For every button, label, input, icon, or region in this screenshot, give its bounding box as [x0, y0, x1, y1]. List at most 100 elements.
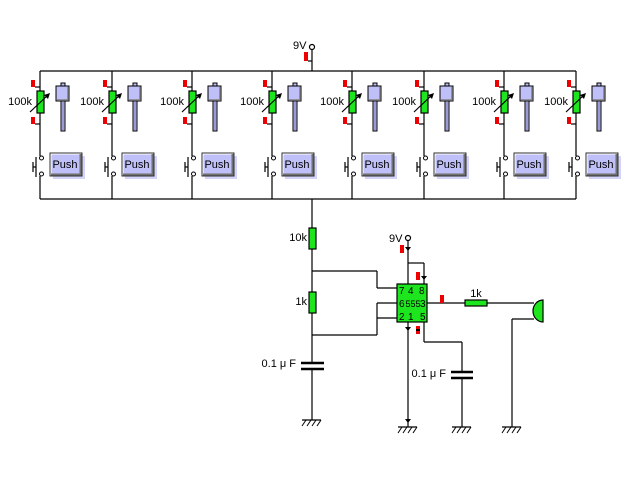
- probe-marker: [400, 245, 404, 253]
- potentiometer-slider[interactable]: [591, 82, 606, 132]
- speaker-icon: [532, 299, 544, 323]
- probe-marker: [343, 80, 347, 87]
- potentiometer-slider[interactable]: [207, 82, 222, 132]
- ic-pin-label: 5: [420, 312, 426, 323]
- variable-arrow-icon: [508, 93, 514, 99]
- push-button[interactable]: Push: [513, 152, 549, 179]
- push-switch-symbol: [496, 155, 508, 177]
- supply-terminal-icon: [308, 43, 316, 51]
- push-button[interactable]: Push: [201, 152, 237, 179]
- probe-marker: [343, 117, 347, 124]
- resistor-1k-output-label: 1k: [470, 288, 482, 300]
- ic-pin-label: 8: [419, 286, 425, 297]
- ic-pin-label: 7: [399, 286, 405, 297]
- capacitor-control-label: 0.1 μ F: [412, 368, 447, 380]
- arrow-down-icon: [405, 419, 411, 423]
- probe-marker: [31, 80, 35, 87]
- variable-arrow-icon: [276, 93, 282, 99]
- potentiometer-slider[interactable]: [439, 82, 454, 132]
- probe-marker: [103, 80, 107, 87]
- resistor-1k-timing-label: 1k: [295, 296, 307, 308]
- potentiometer-slider[interactable]: [287, 82, 302, 132]
- ic-pin-label: 3: [420, 299, 426, 310]
- potentiometer-label: 100k: [392, 96, 416, 108]
- probe-marker: [263, 80, 267, 87]
- potentiometer-slider[interactable]: [127, 82, 142, 132]
- push-button[interactable]: Push: [121, 152, 157, 179]
- ic-pin-label: 6: [399, 299, 405, 310]
- supply-terminal-icon: [404, 234, 412, 242]
- potentiometer: [565, 90, 586, 114]
- push-switch-symbol: [416, 155, 428, 177]
- arrow-down-icon: [405, 247, 411, 251]
- potentiometer-slider[interactable]: [367, 82, 382, 132]
- potentiometer-label: 100k: [544, 96, 568, 108]
- ic-555: 9V 7 4 8 6 555 3 2 1 5 0.1 μ F: [389, 233, 534, 434]
- probe-marker: [567, 80, 571, 87]
- push-button[interactable]: Push: [585, 152, 621, 179]
- probe-marker: [183, 80, 187, 87]
- main-supply-terminal: 9V: [293, 40, 316, 71]
- probe-marker: [183, 117, 187, 124]
- resistor-10k-label: 10k: [289, 232, 307, 244]
- arrow-down-icon: [421, 276, 427, 280]
- push-button-label: Push: [588, 159, 613, 171]
- potentiometer: [29, 90, 50, 114]
- ic-pin-label: 1: [408, 312, 414, 323]
- potentiometer: [493, 90, 514, 114]
- push-switch-symbol: [32, 155, 44, 177]
- potentiometer-label: 100k: [160, 96, 184, 108]
- probe-marker: [440, 295, 444, 303]
- push-button[interactable]: Push: [49, 152, 85, 179]
- push-button-label: Push: [204, 159, 229, 171]
- probe-marker: [495, 117, 499, 124]
- ic-supply-label: 9V: [389, 233, 403, 245]
- probe-marker: [416, 272, 420, 280]
- probe-marker: [304, 52, 308, 61]
- push-button[interactable]: Push: [281, 152, 317, 179]
- push-button-label: Push: [124, 159, 149, 171]
- probe-marker: [103, 117, 107, 124]
- potentiometer: [413, 90, 434, 114]
- main-supply-label: 9V: [293, 40, 307, 52]
- variable-arrow-icon: [428, 93, 434, 99]
- ground-icon: [397, 426, 418, 434]
- probe-marker: [567, 117, 571, 124]
- potentiometer: [101, 90, 122, 114]
- probe-marker: [415, 80, 419, 87]
- push-switch-symbol: [344, 155, 356, 177]
- resistor-1k-output: [464, 299, 488, 307]
- probe-marker: [495, 80, 499, 87]
- push-button[interactable]: Push: [361, 152, 397, 179]
- variable-arrow-icon: [580, 93, 586, 99]
- ic-pin-label: 4: [408, 286, 414, 297]
- ground-icon: [501, 426, 522, 434]
- potentiometer-slider[interactable]: [55, 82, 70, 132]
- arrow-down-icon: [405, 327, 411, 331]
- speaker: [501, 299, 544, 434]
- push-button-label: Push: [516, 159, 541, 171]
- push-button[interactable]: Push: [433, 152, 469, 179]
- probe-marker: [263, 117, 267, 124]
- push-button-label: Push: [364, 159, 389, 171]
- potentiometer-label: 100k: [8, 96, 32, 108]
- push-switch-symbol: [264, 155, 276, 177]
- push-switch-symbol: [184, 155, 196, 177]
- potentiometer-label: 100k: [80, 96, 104, 108]
- variable-arrow-icon: [196, 93, 202, 99]
- capacitor-control: [451, 370, 473, 380]
- potentiometer-label: 100k: [240, 96, 264, 108]
- probe-marker: [31, 117, 35, 124]
- capacitor-timing-label: 0.1 μ F: [262, 358, 297, 370]
- variable-arrow-icon: [356, 93, 362, 99]
- potentiometer-slider[interactable]: [519, 82, 534, 132]
